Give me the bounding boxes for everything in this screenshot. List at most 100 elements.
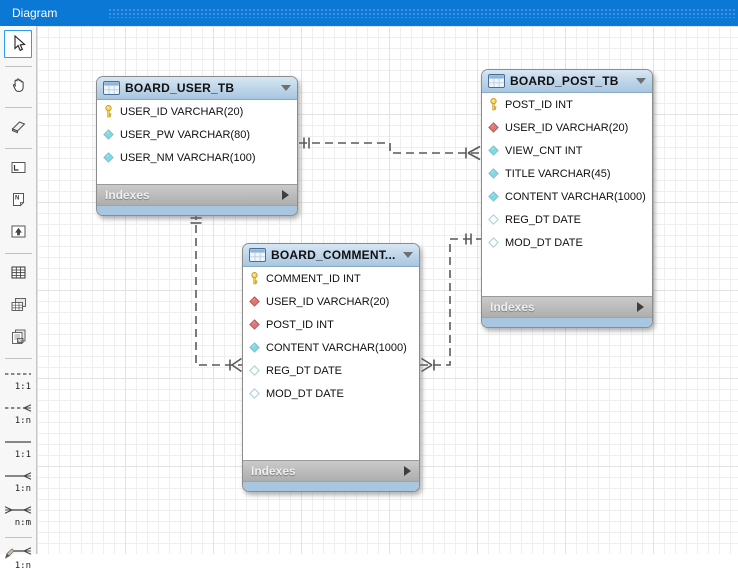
column-row[interactable]: USER_ID VARCHAR(20) bbox=[97, 100, 297, 123]
cursor-icon bbox=[9, 34, 27, 55]
diamond-filled-icon bbox=[488, 145, 499, 156]
eraser-tool[interactable] bbox=[8, 116, 29, 140]
key-icon bbox=[249, 272, 260, 285]
image-icon bbox=[9, 222, 28, 244]
note-tool[interactable]: N bbox=[8, 189, 29, 213]
column-row[interactable]: USER_PW VARCHAR(80) bbox=[97, 123, 297, 146]
rel-1to1-nonidentifying-tool[interactable]: 1:1 bbox=[3, 367, 33, 393]
column-definition: COMMENT_ID INT bbox=[266, 272, 361, 285]
rel-many-many-icon bbox=[4, 504, 32, 519]
diamond-fk-icon bbox=[249, 296, 260, 307]
table-title: BOARD_COMMENT... bbox=[271, 248, 396, 262]
routines-icon: DB bbox=[9, 327, 28, 349]
table-icon bbox=[103, 81, 120, 95]
toolbar-separator bbox=[4, 253, 32, 254]
image-tool[interactable] bbox=[8, 221, 29, 245]
column-definition: USER_ID VARCHAR(20) bbox=[120, 105, 244, 118]
collapse-chevron-icon[interactable] bbox=[636, 78, 646, 84]
tool-cardinality-label: 1:n bbox=[14, 416, 31, 426]
toolbar-separator bbox=[4, 358, 32, 359]
pan-tool[interactable] bbox=[8, 75, 29, 99]
column-row[interactable]: TITLE VARCHAR(45) bbox=[482, 162, 652, 185]
relationship-user-to-post-1n[interactable] bbox=[299, 137, 481, 161]
column-row[interactable]: VIEW_CNT INT bbox=[482, 139, 652, 162]
column-row[interactable]: POST_ID INT bbox=[243, 313, 419, 336]
diamond-hollow-icon bbox=[249, 365, 260, 376]
column-definition: CONTENT VARCHAR(1000) bbox=[266, 341, 407, 354]
toolbar-separator bbox=[4, 107, 32, 108]
table-title: BOARD_POST_TB bbox=[510, 74, 619, 88]
relationship-user-to-comment-1n[interactable] bbox=[190, 212, 243, 373]
relationship-layer bbox=[190, 137, 481, 373]
column-definition: USER_ID VARCHAR(20) bbox=[505, 121, 629, 134]
select-tool[interactable] bbox=[4, 30, 32, 58]
rel-1ton-identifying-tool[interactable]: 1:n bbox=[3, 469, 33, 495]
table-icon bbox=[249, 248, 266, 262]
rel-solid-icon bbox=[4, 436, 32, 451]
expand-arrow-icon[interactable] bbox=[282, 190, 289, 200]
column-row[interactable]: USER_ID VARCHAR(20) bbox=[482, 116, 652, 139]
entity-table-board_post_tb[interactable]: BOARD_POST_TB POST_ID INT USER_ID VARCHAR(… bbox=[481, 69, 653, 328]
column-row[interactable]: REG_DT DATE bbox=[482, 208, 652, 231]
column-row[interactable]: CONTENT VARCHAR(1000) bbox=[482, 185, 652, 208]
expand-arrow-icon[interactable] bbox=[404, 466, 411, 476]
column-definition: USER_PW VARCHAR(80) bbox=[120, 128, 250, 141]
view-icon bbox=[9, 295, 28, 317]
column-row[interactable]: MOD_DT DATE bbox=[482, 231, 652, 254]
column-definition: VIEW_CNT INT bbox=[505, 144, 583, 157]
diamond-filled-icon bbox=[103, 129, 114, 140]
routine-group-tool[interactable]: DB bbox=[8, 326, 29, 350]
table-header[interactable]: BOARD_USER_TB bbox=[97, 77, 297, 100]
tool-cardinality-label: 1:1 bbox=[14, 382, 31, 392]
entity-table-board_user_tb[interactable]: BOARD_USER_TB USER_ID VARCHAR(20) USER_PW … bbox=[96, 76, 298, 216]
indexes-section-bar[interactable]: Indexes bbox=[97, 184, 297, 205]
diamond-filled-icon bbox=[488, 168, 499, 179]
table-tool[interactable] bbox=[8, 262, 29, 286]
table-header[interactable]: BOARD_POST_TB bbox=[482, 70, 652, 93]
toolbar-separator bbox=[4, 537, 32, 538]
tool-palette: N DB 1:1 1:n 1:1 1:n n:m 1:n bbox=[0, 26, 37, 571]
table-columns-body: POST_ID INT USER_ID VARCHAR(20) VIEW_CNT I… bbox=[482, 93, 652, 296]
rel-1to1-identifying-tool[interactable]: 1:1 bbox=[3, 435, 33, 461]
column-row[interactable]: CONTENT VARCHAR(1000) bbox=[243, 336, 419, 359]
table-icon bbox=[488, 74, 505, 88]
indexes-label: Indexes bbox=[251, 464, 296, 478]
diamond-filled-icon bbox=[488, 191, 499, 202]
table-header[interactable]: BOARD_COMMENT... bbox=[243, 244, 419, 267]
tool-cardinality-label: 1:n bbox=[14, 484, 31, 494]
view-tool[interactable] bbox=[8, 294, 29, 318]
relationship-comment-to-post-n1[interactable] bbox=[420, 233, 481, 373]
diamond-filled-icon bbox=[249, 342, 260, 353]
column-row[interactable]: COMMENT_ID INT bbox=[243, 267, 419, 290]
column-row[interactable]: MOD_DT DATE bbox=[243, 382, 419, 405]
entity-table-board_comment_tb[interactable]: BOARD_COMMENT... COMMENT_ID INT USER_ID VA… bbox=[242, 243, 420, 492]
column-definition: USER_NM VARCHAR(100) bbox=[120, 151, 256, 164]
collapse-chevron-icon[interactable] bbox=[281, 85, 291, 91]
indexes-section-bar[interactable]: Indexes bbox=[243, 460, 419, 481]
expand-arrow-icon[interactable] bbox=[637, 302, 644, 312]
table-footer-strip bbox=[97, 205, 297, 215]
table-footer-strip bbox=[482, 317, 652, 327]
diamond-hollow-icon bbox=[249, 388, 260, 399]
layer-tool[interactable] bbox=[8, 157, 29, 181]
collapse-chevron-icon[interactable] bbox=[403, 252, 413, 258]
table-footer-strip bbox=[243, 481, 419, 491]
eraser-icon bbox=[9, 117, 28, 139]
column-row[interactable]: REG_DT DATE bbox=[243, 359, 419, 382]
indexes-section-bar[interactable]: Indexes bbox=[482, 296, 652, 317]
column-definition: USER_ID VARCHAR(20) bbox=[266, 295, 390, 308]
rel-1ton-existing-cols-tool[interactable]: 1:n bbox=[3, 546, 33, 572]
key-icon bbox=[488, 98, 499, 111]
tool-cardinality-label: n:m bbox=[14, 518, 31, 528]
column-row[interactable]: USER_NM VARCHAR(100) bbox=[97, 146, 297, 169]
table-icon bbox=[9, 263, 28, 285]
column-row[interactable]: POST_ID INT bbox=[482, 93, 652, 116]
rel-1ton-nonidentifying-tool[interactable]: 1:n bbox=[3, 401, 33, 427]
diagram-tab-bar: Diagram bbox=[0, 0, 738, 26]
table-title: BOARD_USER_TB bbox=[125, 81, 235, 95]
column-row[interactable]: USER_ID VARCHAR(20) bbox=[243, 290, 419, 313]
table-columns-body: COMMENT_ID INT USER_ID VARCHAR(20) POST_ID… bbox=[243, 267, 419, 460]
column-definition: TITLE VARCHAR(45) bbox=[505, 167, 611, 180]
rel-ntom-identifying-tool[interactable]: n:m bbox=[3, 503, 33, 529]
column-definition: REG_DT DATE bbox=[505, 213, 581, 226]
